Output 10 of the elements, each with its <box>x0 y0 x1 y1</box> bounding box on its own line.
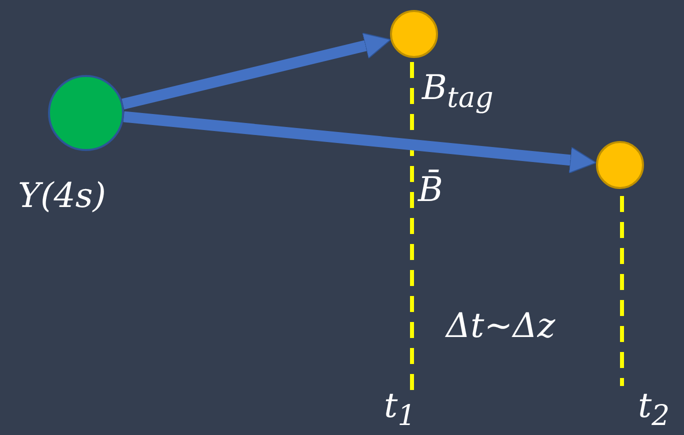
particle-circle <box>596 141 644 189</box>
math-label: Δt~Δz <box>446 308 556 346</box>
math-label: t$_{2}$ <box>638 388 670 431</box>
particle-label: Υ(4s) <box>18 178 106 216</box>
math-label: t$_{1}$ <box>384 388 416 431</box>
arrow <box>123 111 597 174</box>
particle-circle <box>390 10 438 58</box>
edge-label: B̄ <box>418 172 443 210</box>
arrow <box>122 32 392 110</box>
particle-label: B$_{tag}$ <box>422 70 494 113</box>
